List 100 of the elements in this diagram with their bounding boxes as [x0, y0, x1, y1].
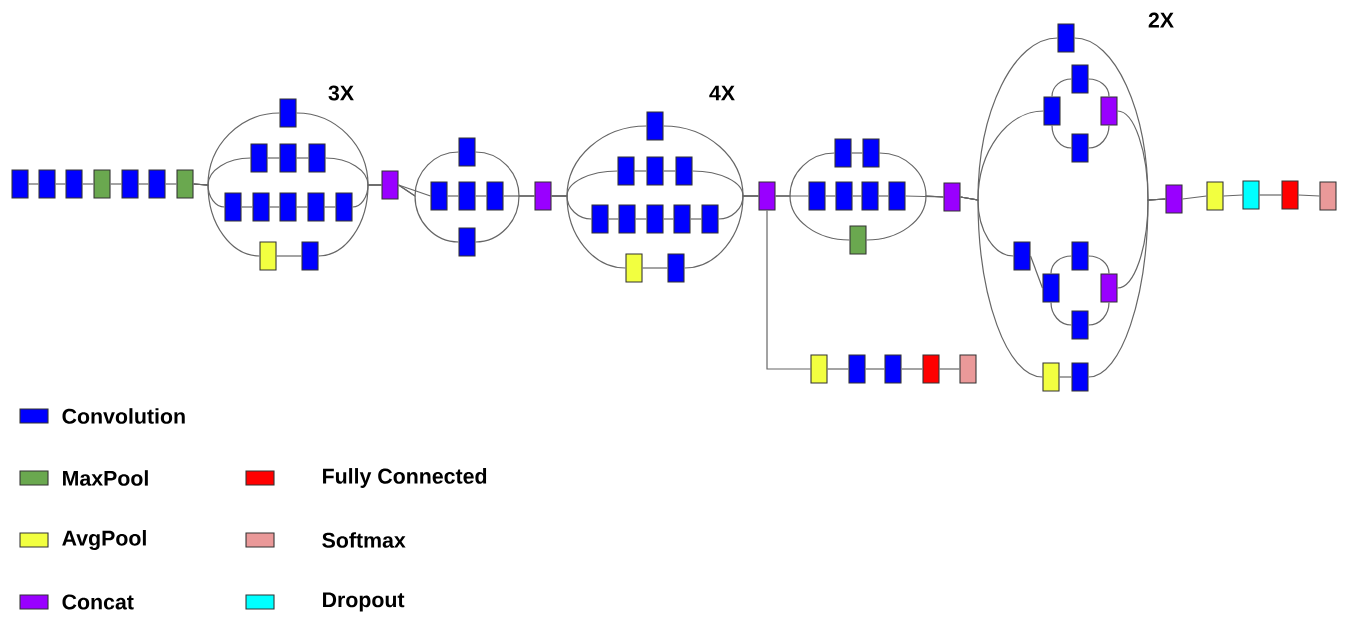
layer-block	[1206, 181, 1224, 211]
connector	[474, 195, 488, 197]
connector	[295, 206, 309, 208]
connector	[774, 195, 851, 241]
connector	[550, 195, 627, 269]
connector	[959, 196, 1044, 378]
connector	[1087, 78, 1110, 98]
layer-block	[701, 204, 719, 234]
connector	[1087, 124, 1110, 149]
layer-block	[943, 182, 961, 212]
connector	[266, 157, 281, 159]
connector	[1050, 301, 1073, 326]
connector	[1029, 255, 1044, 289]
connector	[268, 206, 281, 208]
connector	[27, 183, 40, 185]
connector	[1297, 194, 1321, 197]
layer-block	[1319, 181, 1337, 211]
layer-block	[675, 156, 693, 186]
connector	[824, 195, 837, 197]
layer-block	[617, 156, 635, 186]
connector	[938, 368, 961, 370]
layer-block	[810, 354, 828, 384]
connector	[54, 183, 67, 185]
layer-block	[430, 181, 448, 211]
legend-label: Convolution	[62, 408, 185, 424]
legend-label: Dropout	[323, 592, 405, 612]
connector	[397, 184, 460, 243]
layer-block	[252, 192, 270, 222]
connector	[641, 267, 669, 269]
connector	[683, 195, 760, 269]
repeat-label: 2X	[1148, 12, 1174, 28]
layer-block	[458, 137, 476, 167]
layer-block	[1071, 241, 1089, 271]
layer-block	[259, 241, 277, 271]
layer-block	[1071, 310, 1089, 340]
repeat-label: 3X	[328, 85, 354, 101]
layer-block	[808, 181, 826, 211]
connector	[1222, 194, 1244, 197]
connector	[109, 183, 123, 185]
layer-block	[862, 138, 880, 168]
connector	[317, 184, 383, 257]
layer-block	[1042, 273, 1060, 303]
layer-block	[335, 192, 353, 222]
layer-block	[884, 354, 902, 384]
layer-block	[625, 253, 643, 283]
connector	[192, 183, 261, 257]
layer-block	[308, 143, 326, 173]
layer-block	[381, 170, 399, 200]
layer-block	[834, 138, 852, 168]
connector	[662, 170, 677, 172]
layer-block	[835, 181, 853, 211]
layer-block	[93, 169, 111, 199]
layer-block	[1013, 241, 1031, 271]
connector	[864, 368, 886, 370]
layer-block	[1100, 273, 1118, 303]
layer-block	[922, 354, 940, 384]
layer-block	[888, 181, 906, 211]
legend-label: MaxPool	[63, 470, 148, 486]
connector	[766, 209, 812, 370]
connector	[323, 206, 337, 208]
layer-block	[1057, 23, 1075, 53]
layer-block	[38, 169, 56, 199]
layer-block	[1071, 133, 1089, 163]
layer-block	[1165, 184, 1183, 214]
connector	[1181, 195, 1208, 200]
layer-block	[279, 98, 297, 128]
layer-block	[279, 143, 297, 173]
connector	[662, 218, 675, 220]
legend-label: Fully Connected	[323, 468, 487, 488]
layer-block	[65, 169, 83, 199]
layer-block	[667, 253, 685, 283]
layer-block	[1281, 180, 1299, 210]
connector	[1087, 255, 1110, 275]
connector	[877, 195, 890, 197]
repeat-label: 4X	[709, 85, 735, 101]
connector	[1087, 301, 1110, 326]
connector	[81, 183, 95, 185]
connector	[446, 195, 460, 197]
layer-block	[848, 354, 866, 384]
legend-label: Concat	[62, 594, 134, 610]
layer-block	[279, 192, 297, 222]
connector	[164, 183, 178, 185]
connector	[295, 157, 310, 159]
legend-label: Softmax	[322, 532, 406, 548]
layer-block	[1043, 96, 1061, 126]
connector	[634, 218, 648, 220]
layer-block	[250, 143, 268, 173]
layer-block	[121, 169, 139, 199]
connector	[865, 195, 945, 241]
layer-block	[646, 204, 664, 234]
layer-block	[458, 181, 476, 211]
connector	[1087, 198, 1167, 378]
layer-block	[618, 204, 636, 234]
layer-block	[148, 169, 166, 199]
connector	[275, 255, 303, 257]
connector	[397, 184, 432, 197]
layer-block	[1042, 362, 1060, 392]
layer-block	[224, 192, 242, 222]
connector	[1258, 194, 1283, 196]
connector	[851, 195, 863, 197]
